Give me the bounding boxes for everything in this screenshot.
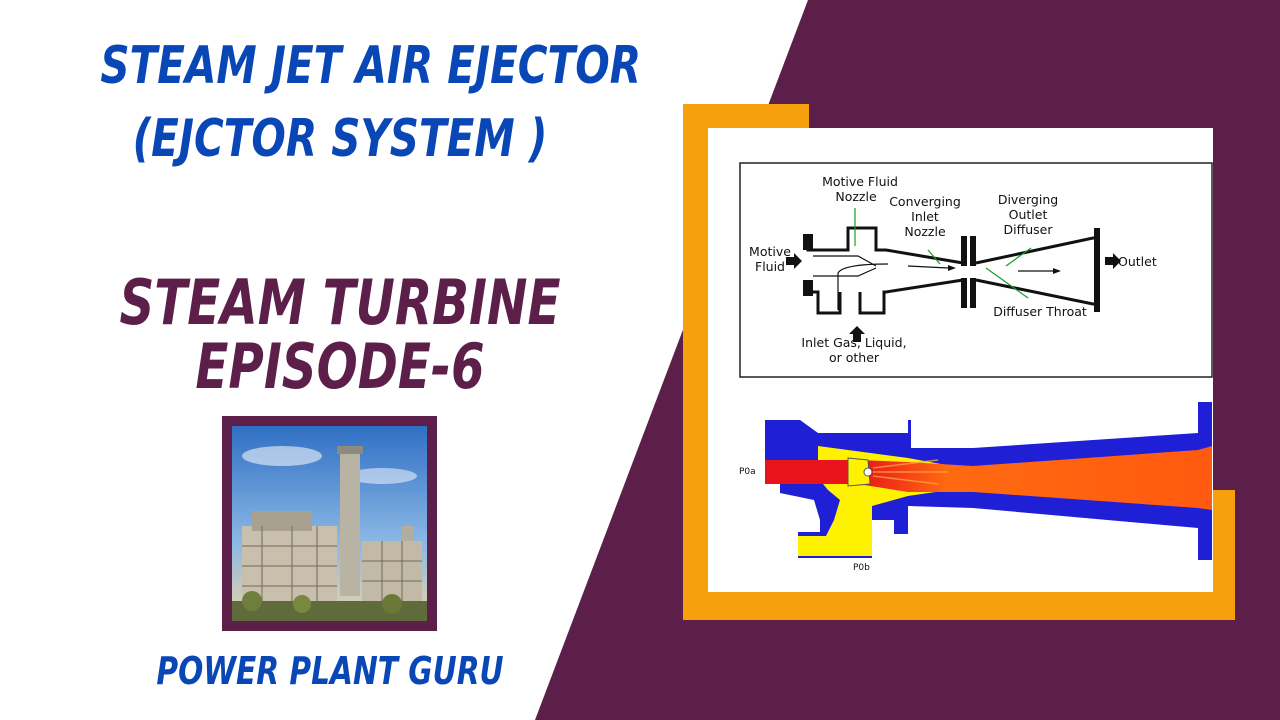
title-line-2: (EJCTOR SYSTEM ): [132, 109, 548, 169]
label-converging-1: Converging: [889, 194, 961, 209]
label-motive-fluid-nozzle-2: Nozzle: [835, 189, 877, 204]
power-plant-photo: [222, 416, 437, 631]
ejector-diagram-card: Motive Fluid Nozzle Converging Inlet Noz…: [708, 128, 1213, 592]
label-outlet: Outlet: [1118, 254, 1157, 269]
label-diffuser-throat: Diffuser Throat: [993, 304, 1087, 319]
label-motive-fluid-2: Fluid: [755, 259, 785, 274]
label-p0b: P0b: [853, 563, 870, 573]
label-converging-2: Inlet: [911, 209, 939, 224]
label-motive-fluid-nozzle-1: Motive Fluid: [822, 174, 898, 189]
label-inlet-gas-1: Inlet Gas, Liquid,: [801, 335, 906, 350]
subtitle-line-2: EPISODE-6: [195, 330, 485, 403]
schematic-box: [739, 162, 1213, 378]
label-converging-3: Nozzle: [904, 224, 946, 239]
label-p0a: P0a: [739, 467, 756, 477]
ejector-cross-section: [765, 402, 1212, 560]
green-leaders: [854, 208, 1032, 299]
label-diverging-2: Outlet: [1009, 207, 1048, 222]
label-inlet-gas-2: or other: [829, 350, 880, 365]
label-motive-fluid-1: Motive: [749, 244, 791, 259]
subtitle-line-1: STEAM TURBINE: [119, 266, 561, 339]
ejector-diagram: Motive Fluid Nozzle Converging Inlet Noz…: [739, 162, 1213, 573]
flanges: [803, 228, 1100, 312]
channel-brand: POWER PLANT GURU: [156, 649, 504, 693]
title-line-1: STEAM JET AIR EJECTOR: [100, 36, 641, 96]
label-diverging-3: Diffuser: [1004, 222, 1054, 237]
label-diverging-1: Diverging: [998, 192, 1058, 207]
